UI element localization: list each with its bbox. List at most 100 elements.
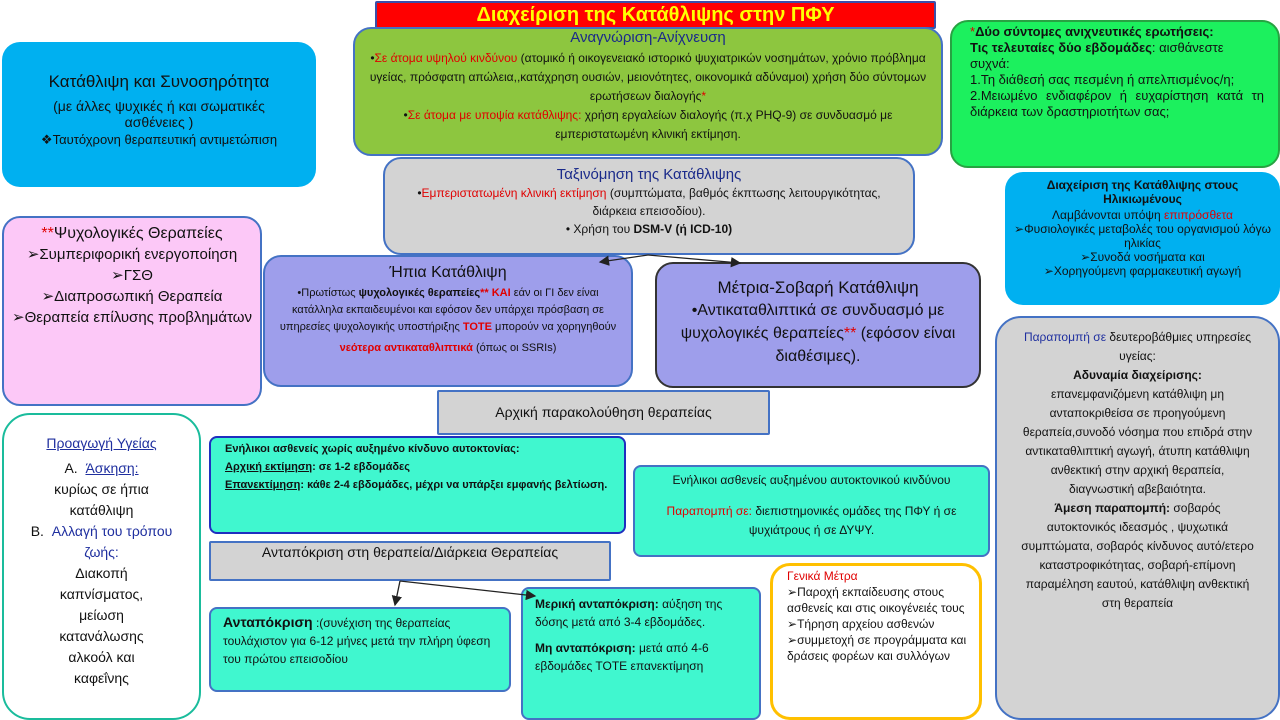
bullet-icon: • (370, 51, 375, 65)
psych-item: Διαπροσωπική Θεραπεία (54, 288, 223, 305)
elderly-item: Χορηγούμενη φαρμακευτική αγωγή (1053, 264, 1242, 278)
moderate-severe-box: Μέτρια-Σοβαρή Κατάθλιψη •Αντικαταθλιπτικ… (655, 262, 981, 388)
moderate-text-1: •Αντικαταθλιπτικά σε συνδυασμό με ψυχολο… (680, 302, 945, 342)
reassessment-label: Επανεκτίμηση (225, 479, 301, 491)
suspected-text: χρήση εργαλείων διαλογής (π.χ PHQ-9) σε … (555, 108, 893, 141)
response-duration-label: Ανταπόκριση στη θεραπεία/Διάρκεια Θεραπε… (261, 544, 559, 560)
bullet-icon: • (417, 186, 422, 200)
double-asterisk-mark: ** (41, 225, 54, 242)
arrow-bullet-icon: ➢ (1043, 264, 1054, 278)
elderly-line1: Λαμβάνονται υπόψη (1052, 208, 1164, 222)
elderly-additional: επιπρόσθετα (1163, 208, 1233, 222)
arrow-bullet-icon: ➢ (1080, 250, 1091, 264)
partial-response-box: Μερική ανταπόκριση: αύξηση της δόσης μετ… (521, 587, 761, 720)
mild-and: ** ΚΑΙ (480, 287, 511, 299)
classification-box: Ταξινόμηση της Κατάθλιψης •Εμπεριστατωμέ… (383, 157, 915, 255)
immediate-referral-text: σοβαρός αυτοκτονικός ιδεασμός , ψυχωτικά… (1021, 501, 1254, 610)
response-box: Ανταπόκριση :(συνέχιση της θεραπείας του… (209, 607, 511, 692)
mild-text-1: •Πρωτίστως (297, 287, 359, 299)
double-asterisk-mark: ** (843, 325, 857, 342)
screening-questions-box: *Δύο σύντομες ανιχνευτικές ερωτήσεις: Τι… (950, 20, 1280, 168)
classification-heading: Ταξινόμηση της Κατάθλιψης (556, 166, 742, 183)
initial-followup-label: Αρχική παρακολούθηση θεραπείας (495, 404, 712, 420)
high-risk-label: Σε άτομα υψηλού κινδύνου (374, 51, 518, 65)
arrow-bullet-icon: ➢ (787, 633, 798, 647)
adults-risk-box: Ενήλικοι ασθενείς αυξημένου αυτοκτονικού… (633, 465, 990, 557)
arrow-bullet-icon: ➢ (111, 267, 124, 284)
psych-heading: Ψυχολογικές Θεραπείες (53, 225, 223, 242)
elderly-box: Διαχείριση της Κατάθλιψης στους Ηλικιωμέ… (1005, 172, 1280, 305)
mild-antidepressants: νεότερα αντικαταθλιπτικά (339, 342, 473, 354)
arrow-bullet-icon: ➢ (787, 585, 798, 599)
general-item: Παροχή εκπαίδευσης στους ασθενείς και στ… (787, 585, 965, 615)
immediate-referral-label: Άμεση παραπομπή: (1054, 501, 1171, 515)
diamond-bullet-icon: ❖ (40, 132, 53, 147)
arrow-bullet-icon: ➢ (12, 309, 25, 326)
questions-lead: Τις τελευταίες δύο εβδομάδες (970, 40, 1152, 55)
exercise-text: κυρίως σε ήπια κατάθλιψη (54, 481, 149, 518)
suspected-label: Σε άτομα με υποψία κατάθλιψης: (407, 108, 582, 122)
comorbidity-line2: Ταυτόχρονη θεραπευτική αντιμετώπιση (52, 132, 278, 147)
adults-risk-text: διεπιστημονικές ομάδες της ΠΦΥ ή σε ψυχι… (748, 504, 957, 537)
response-label: Ανταπόκριση (223, 614, 313, 630)
referral-label: Παραπομπή σε (1023, 330, 1107, 344)
mild-heading: Ήπια Κατάθλιψη (389, 264, 507, 281)
mild-depression-box: Ήπια Κατάθλιψη •Πρωτίστως ψυχολογικές θε… (263, 255, 633, 387)
arrow-bullet-icon: ➢ (1014, 222, 1025, 236)
exercise-title: Άσκηση: (85, 460, 139, 476)
psych-item: ΓΣΘ (123, 267, 153, 284)
dsm-label: DSM-V (ή ICD-10) (633, 222, 733, 236)
clinical-assessment-label: Εμπεριστατωμένη κλινική εκτίμηση (421, 186, 607, 200)
arrow-to-response (391, 580, 402, 607)
page-title: Διαχείριση της Κατάθλιψης στην ΠΦΥ (375, 1, 936, 29)
questions-heading: Δύο σύντομες ανιχνευτικές ερωτήσεις: (975, 24, 1214, 39)
partial-response-label: Μερική ανταπόκριση: (535, 597, 659, 611)
adults-no-risk-box: Ενήλικοι ασθενείς χωρίς αυξημένο κίνδυνο… (209, 436, 626, 534)
dsm-text: Χρήση του (573, 222, 634, 236)
bullet-icon: • (403, 108, 408, 122)
general-heading: Γενικά Μέτρα (787, 569, 858, 583)
lifestyle-text: Διακοπή καπνίσματος, μείωση κατανάλωσης … (59, 565, 144, 686)
recognition-heading: Αναγνώριση-Ανίχνευση (570, 29, 726, 46)
mild-text-3: μπορούν να χορηγηθούν (491, 321, 617, 333)
comorbidity-line1: (με άλλες ψυχικές ή και σωματικές ασθένε… (53, 98, 265, 130)
moderate-heading: Μέτρια-Σοβαρή Κατάθλιψη (717, 278, 919, 297)
asterisk-mark: * (970, 24, 976, 39)
referral-text: δευτεροβάθμιες υπηρεσίες υγείας: (1106, 330, 1252, 363)
elderly-heading: Διαχείριση της Κατάθλιψης στους Ηλικιωμέ… (1046, 178, 1239, 206)
initial-followup-box: Αρχική παρακολούθηση θεραπείας (437, 390, 770, 435)
bullet-icon: • (565, 222, 571, 236)
partial-response-text: αύξηση της δόσης μετά από 3-4 εβδομάδες. (535, 597, 723, 629)
general-measures-box: Γενικά Μέτρα ➢Παροχή εκπαίδευσης στους α… (770, 563, 982, 720)
recognition-box: Αναγνώριση-Ανίχνευση •Σε άτομα υψηλού κι… (353, 27, 943, 156)
list-marker-a: A. (64, 460, 78, 476)
reassessment-text: : κάθε 2-4 εβδομάδες, μέχρι να υπάρξει ε… (300, 479, 608, 491)
general-item: συμμετοχή σε προγράμματα και δράσεις φορ… (787, 633, 967, 663)
arrow-bullet-icon: ➢ (26, 246, 40, 263)
psych-item: Θεραπεία επίλυσης προβλημάτων (24, 309, 252, 326)
arrow-bullet-icon: ➢ (41, 288, 55, 305)
adults-no-risk-heading: Ενήλικοι ασθενείς χωρίς αυξημένο κίνδυνο… (225, 443, 520, 455)
comorbidity-box: Κατάθλιψη και Συνοσηρότητα (με άλλες ψυχ… (2, 42, 316, 187)
high-risk-text: (ατομικό ή οικογενειακό ιστορικό ψυχιατρ… (369, 51, 927, 103)
health-promotion-box: Προαγωγή Υγείας A. Άσκηση: κυρίως σε ήπι… (2, 413, 201, 720)
general-item: Τήρηση αρχείου ασθενών (797, 617, 935, 631)
mild-ssri: (όπως οι SSRIs) (472, 342, 557, 354)
list-marker-b: B. (30, 523, 44, 539)
psych-item: Συμπεριφορική ενεργοποίηση (39, 246, 238, 263)
no-response-label: Μη ανταπόκριση: (535, 641, 636, 655)
mild-then: ΤΟΤΕ (462, 321, 492, 333)
elderly-item: Συνοδά νοσήματα και (1090, 250, 1205, 264)
asterisk-mark: * (701, 89, 707, 103)
clinical-assessment-text: (συμπτώματα, βαθμός έκπτωσης λειτουργικό… (592, 186, 881, 218)
response-duration-box: Ανταπόκριση στη θεραπεία/Διάρκεια Θεραπε… (209, 541, 611, 581)
referral-box: Παραπομπή σε δευτεροβάθμιες υπηρεσίες υγ… (995, 316, 1280, 720)
comorbidity-heading: Κατάθλιψη και Συνοσηρότητα (48, 72, 270, 91)
lifestyle-title: Αλλαγή του τρόπου ζωής: (51, 523, 173, 560)
initial-assessment-label: Αρχική εκτίμηση (225, 461, 313, 473)
moderate-text-2: (εφόσον είναι διαθέσιμες). (775, 325, 956, 365)
question-2: 2.Μειωμένο ενδιαφέρον ή ευχαρίστηση κατά… (970, 88, 1264, 119)
mild-psych-label: ψυχολογικές θεραπείες (358, 287, 481, 299)
arrow-to-partial (399, 580, 537, 601)
arrow-bullet-icon: ➢ (787, 617, 798, 631)
